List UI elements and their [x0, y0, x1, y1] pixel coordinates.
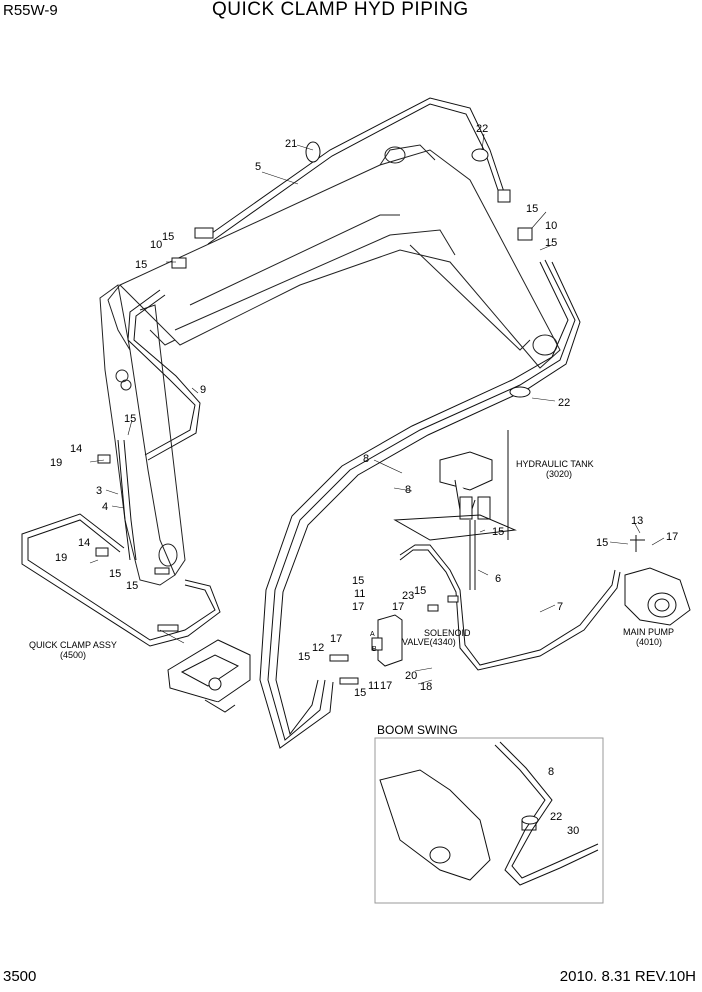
callout: 10 — [150, 239, 162, 251]
callout: 17 — [392, 601, 404, 613]
main-pump-code: (4010) — [636, 637, 662, 647]
callout: 15 — [545, 237, 557, 249]
diagram-labels: HYDRAULIC TANK (3020) SOLENOID VALVE(434… — [29, 459, 674, 737]
leader-lines — [89, 133, 665, 685]
hose-lines — [127, 97, 621, 749]
callout: 10 — [545, 220, 557, 232]
solenoid-valve-label: SOLENOID — [424, 628, 471, 638]
callout: 15 — [492, 526, 504, 538]
callout: 15 — [124, 413, 136, 425]
callout: 15 — [109, 568, 121, 580]
callout: 3 — [96, 485, 102, 497]
callout: 17 — [666, 531, 678, 543]
callout: 8 — [548, 766, 554, 778]
callout: 18 — [420, 681, 432, 693]
callout: 17 — [352, 601, 364, 613]
quick-clamp-pipe — [21, 439, 221, 647]
callout: 15 — [135, 259, 147, 271]
callout: 11 — [368, 680, 379, 692]
callout: 8 — [405, 484, 411, 496]
callout: 13 — [631, 515, 643, 527]
callout: 30 — [567, 825, 579, 837]
callout: 15 — [414, 585, 426, 597]
boom-swing-label: BOOM SWING — [377, 723, 458, 737]
boom-structure — [107, 144, 561, 369]
callout: 14 — [70, 443, 82, 455]
callout: 9 — [200, 384, 206, 396]
callout: 17 — [330, 633, 342, 645]
callout: 11 — [354, 588, 365, 600]
callout: 15 — [126, 580, 138, 592]
callout: 14 — [78, 537, 90, 549]
main-pump-label: MAIN PUMP — [623, 627, 674, 637]
callout: 12 — [312, 642, 324, 654]
callout: 22 — [476, 123, 488, 135]
fittings — [95, 141, 645, 825]
part-callouts: 21 22 5 15 10 15 10 15 15 9 22 15 14 19 … — [50, 123, 678, 837]
callout: 15 — [526, 203, 538, 215]
callout: 22 — [550, 811, 562, 823]
callout: 15 — [354, 687, 366, 699]
callout: 15 — [162, 231, 174, 243]
quick-clamp-assy-code: (4500) — [60, 650, 86, 660]
model-number: R55W-9 — [3, 2, 58, 19]
solenoid-valve-code: VALVE(4340) — [402, 637, 456, 647]
callout: 15 — [596, 537, 608, 549]
callout: 22 — [558, 397, 570, 409]
main-pump — [624, 567, 691, 626]
callout: 15 — [352, 575, 364, 587]
callout: 19 — [55, 552, 67, 564]
boom-swing-inset — [374, 737, 604, 904]
callout: 8 — [363, 453, 369, 465]
hydraulic-tank-code: (3020) — [546, 469, 572, 479]
quick-clamp — [167, 639, 251, 713]
callout: 7 — [557, 601, 563, 613]
callout: 5 — [255, 161, 261, 173]
callout: 21 — [285, 138, 297, 150]
arm-structure — [99, 284, 186, 586]
callout: 20 — [405, 670, 417, 682]
solenoid-valve — [371, 614, 403, 667]
callout: 4 — [102, 501, 108, 513]
quick-clamp-assy-label: QUICK CLAMP ASSY — [29, 640, 117, 650]
page-title: QUICK CLAMP HYD PIPING — [212, 0, 469, 20]
hydraulic-tank — [393, 430, 517, 541]
callout: 6 — [495, 573, 501, 585]
hydraulic-tank-label: HYDRAULIC TANK — [516, 459, 594, 469]
callout: 15 — [298, 651, 310, 663]
revision-date: 2010. 8.31 REV.10H — [559, 968, 696, 985]
page-number: 3500 — [3, 968, 37, 985]
callout: 17 — [380, 680, 392, 692]
callout: 19 — [50, 457, 62, 469]
callout: 23 — [402, 590, 414, 602]
port-a-label: A — [370, 631, 375, 638]
port-b-label: B — [372, 646, 377, 653]
